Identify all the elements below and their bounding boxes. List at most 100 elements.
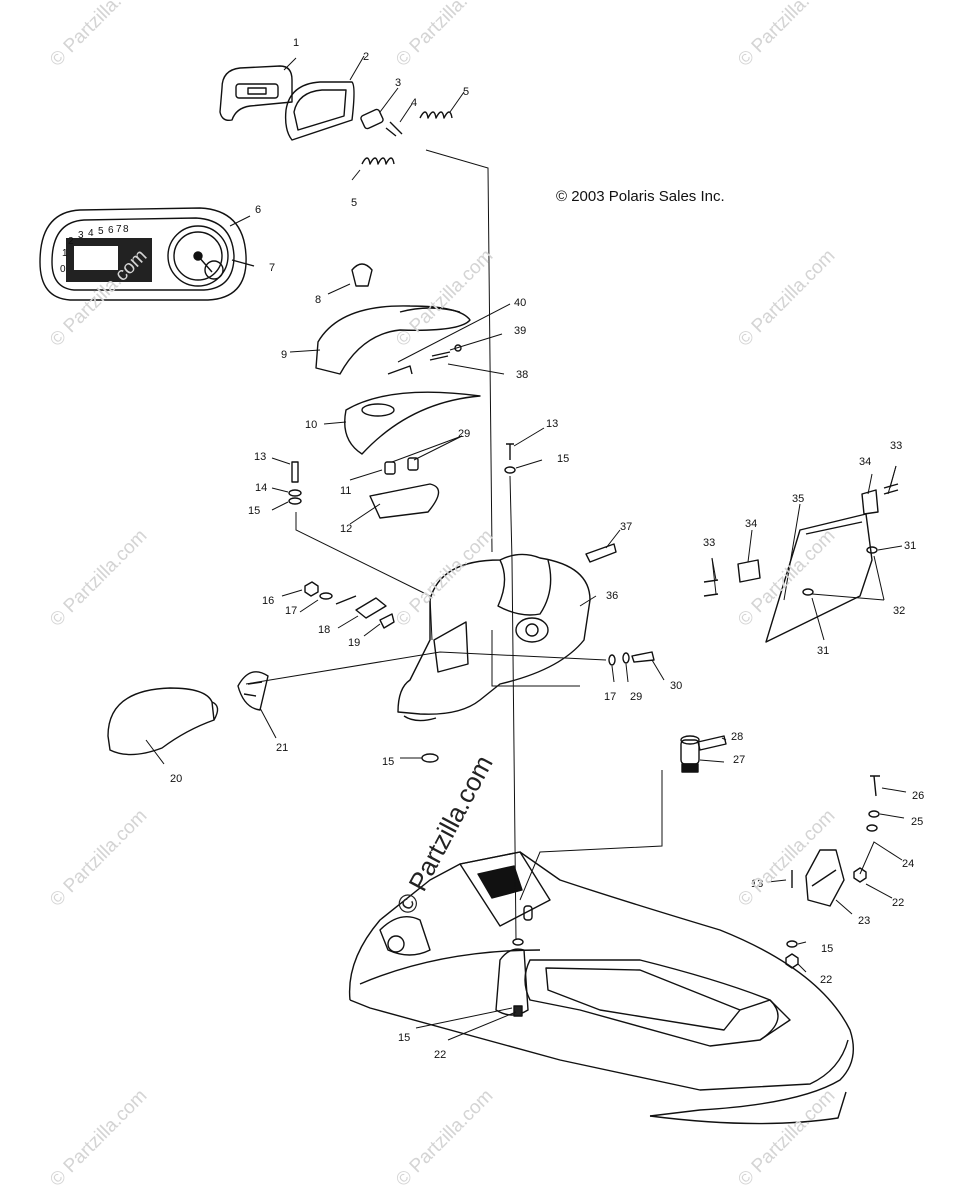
part-20-mirror [107, 687, 219, 756]
part-6-instrument-cluster [39, 207, 247, 301]
callout-34-left: 34 [745, 518, 757, 530]
callout-34-right: 34 [859, 456, 871, 468]
gauge-numbers: 0 1 2 3 4 5 6 7 8 [60, 224, 129, 275]
callout-12: 12 [340, 523, 352, 535]
callout-33-left: 33 [703, 537, 715, 549]
callout-28: 28 [731, 731, 743, 743]
callout-29-upper: 29 [458, 428, 470, 440]
callout-13-center: 13 [546, 418, 558, 430]
callout-15-center: 15 [557, 453, 569, 465]
part-19-screw [379, 613, 395, 629]
callout-8: 8 [315, 294, 321, 306]
callout-26: 26 [912, 790, 924, 802]
hull-slot [523, 905, 533, 921]
callout-38: 38 [516, 369, 528, 381]
part-23-bracket [805, 849, 845, 907]
part-3-switch [360, 108, 384, 130]
callout-22-hull: 22 [434, 1049, 446, 1061]
callout-10: 10 [305, 419, 317, 431]
callout-31-lower: 31 [817, 645, 829, 657]
callout-5-lower: 5 [351, 197, 357, 209]
callout-7: 7 [269, 262, 275, 274]
callout-40: 40 [514, 297, 526, 309]
part-26-bolt [870, 775, 880, 797]
part-30-bolt [631, 651, 655, 663]
callout-37: 37 [620, 521, 632, 533]
part-40-cable [387, 365, 413, 375]
callout-22-lower: 22 [820, 974, 832, 986]
part-7-tachometer-leader [231, 259, 255, 267]
callout-14: 14 [255, 482, 267, 494]
callout-15-console: 15 [382, 756, 394, 768]
assembly-lines [245, 149, 663, 941]
part-24-washer [866, 824, 878, 832]
part-38-cable-end [429, 351, 451, 361]
hull-washer [512, 938, 524, 946]
part-22-nut-hull [513, 1005, 523, 1017]
part-22-nut-lower [785, 953, 799, 969]
part-4-pin [385, 121, 403, 137]
part-28-clip [697, 735, 727, 751]
callout-30: 30 [670, 680, 682, 692]
callout-39: 39 [514, 325, 526, 337]
part-27-fitting [680, 735, 700, 773]
part-12-gasket [369, 483, 440, 519]
part-33-screws-left [703, 579, 719, 597]
callout-18: 18 [318, 624, 330, 636]
part-17-washer [319, 592, 333, 600]
callout-16: 16 [262, 595, 274, 607]
part-31-washer-lower [802, 588, 814, 596]
callout-4: 4 [411, 97, 417, 109]
gauge-num-6: 6 [108, 225, 114, 236]
leader-lines [145, 55, 907, 1041]
callout-31-upper: 31 [904, 540, 916, 552]
callout-35: 35 [792, 493, 804, 505]
callout-13-left: 13 [254, 451, 266, 463]
callout-2: 2 [363, 51, 369, 63]
part-5-spring-upper [419, 111, 453, 119]
gauge-num-1: 1 [62, 248, 68, 259]
part-36-console [397, 553, 591, 722]
callout-33-right: 33 [890, 440, 902, 452]
part-22-nut-upper [853, 867, 867, 883]
callout-15-bracket: 15 [821, 943, 833, 955]
callout-24: 24 [902, 858, 914, 870]
part-15-washer-bracket [786, 940, 798, 948]
callout-32: 32 [893, 605, 905, 617]
callout-21: 21 [276, 742, 288, 754]
part-13-bolt-left [288, 461, 302, 505]
callout-17-left: 17 [285, 605, 297, 617]
callout-23: 23 [858, 915, 870, 927]
callout-6: 6 [255, 204, 261, 216]
copyright-notice: © 2003 Polaris Sales Inc. [556, 188, 725, 205]
part-10-lower-cover [344, 391, 481, 455]
part-29-washer-right [622, 652, 630, 664]
part-25-washer [868, 810, 880, 818]
part-18-switch-bracket [335, 595, 387, 619]
callout-5-upper: 5 [463, 86, 469, 98]
gauge-num-0: 0 [60, 264, 66, 275]
part-2-lens-frame [284, 81, 355, 141]
callout-1: 1 [293, 37, 299, 49]
part-17-washer-right [608, 654, 616, 666]
part-8-knob [351, 263, 373, 287]
callout-9: 9 [281, 349, 287, 361]
part-5-spring-lower [361, 157, 395, 165]
part-15-washer-center [504, 466, 516, 474]
callout-labels: 1 2 3 4 5 5 6 7 8 9 10 11 12 13 13 13 14… [170, 37, 924, 1061]
part-35-access-panel [765, 513, 873, 643]
gauge-num-4: 4 [88, 228, 94, 239]
gauge-num-3: 3 [78, 230, 84, 241]
callout-27: 27 [733, 754, 745, 766]
callout-22-bracket: 22 [892, 897, 904, 909]
callout-25: 25 [911, 816, 923, 828]
part-37-clip [585, 543, 617, 563]
callout-13-bracket: 13 [751, 878, 763, 890]
gauge-num-2: 2 [68, 236, 74, 247]
hull-deck [348, 851, 854, 1125]
part-11-nuts [384, 457, 419, 475]
part-1-bezel-housing [219, 65, 293, 122]
callout-36: 36 [606, 590, 618, 602]
callout-15-left: 15 [248, 505, 260, 517]
